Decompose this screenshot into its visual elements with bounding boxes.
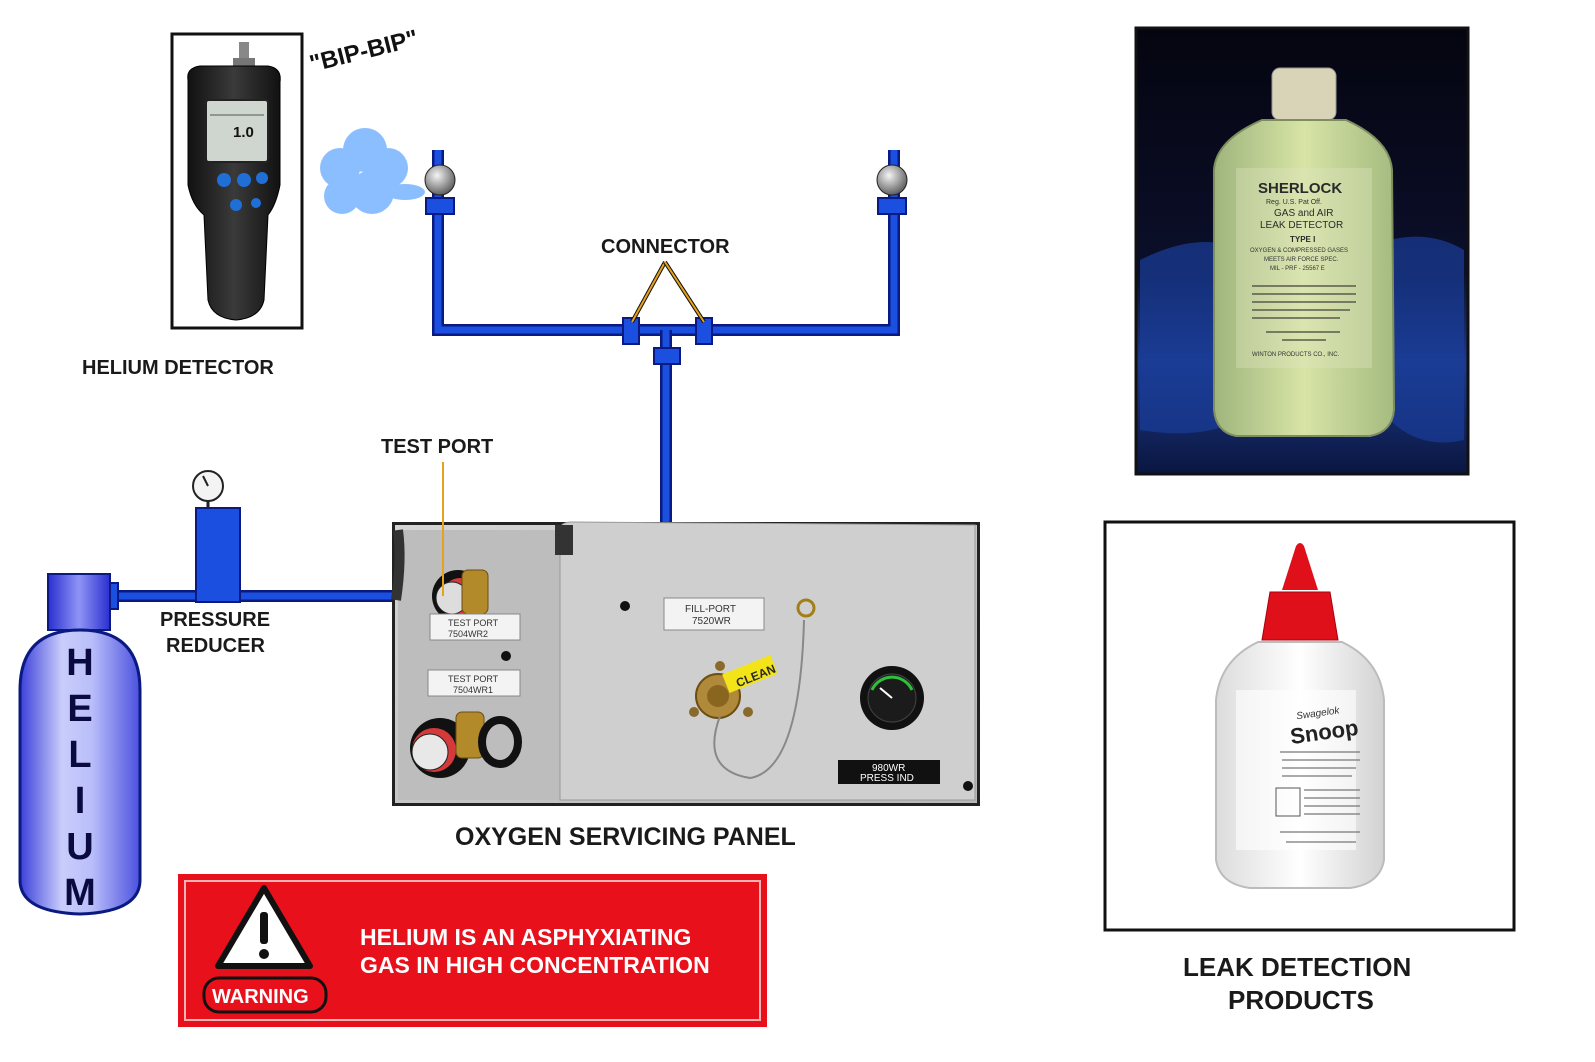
sherlock-brand: SHERLOCK <box>1258 180 1342 197</box>
test-port-1-line2: 7504WR1 <box>453 685 493 695</box>
helium-cylinder-letters: H E L I U M <box>58 640 102 916</box>
warning-line-1: HELIUM IS AN ASPHYXIATING <box>360 924 691 950</box>
warning-badge: WARNING <box>212 986 309 1008</box>
bip-bip-label: "BIP-BIP" <box>307 25 421 78</box>
sherlock-maker: WINTON PRODUCTS CO., INC. <box>1252 352 1340 358</box>
connector-label: CONNECTOR <box>601 236 730 258</box>
warning-box <box>178 874 767 1027</box>
snoop-bottle-photo <box>1103 520 1516 932</box>
fill-port-line2: 7520WR <box>692 616 731 627</box>
right-valve <box>876 164 908 215</box>
detector-display-value: 1.0 <box>233 124 254 141</box>
helium-cylinder <box>18 573 142 916</box>
fill-port-line1: FILL-PORT <box>685 604 736 615</box>
cylinder-letter: I <box>74 780 86 822</box>
press-ind-line2: PRESS IND <box>860 773 914 784</box>
test-port-1-line1: TEST PORT <box>448 674 499 684</box>
sherlock-spec3: MIL - PRF - 25567 E <box>1270 266 1325 272</box>
connector-fittings <box>622 317 713 365</box>
sherlock-bottle-photo <box>1134 26 1470 476</box>
helium-detector-label: HELIUM DETECTOR <box>82 357 274 379</box>
oxygen-servicing-panel <box>391 521 980 806</box>
pressure-reducer-label-1: PRESSURE <box>160 609 271 631</box>
test-port-2-line2: 7504WR2 <box>448 629 488 639</box>
pressure-reducer-label-2: REDUCER <box>166 635 265 657</box>
sherlock-line2: LEAK DETECTOR <box>1260 220 1343 231</box>
pressure-reducer <box>192 470 241 603</box>
sherlock-reg: Reg. U.S. Pat Off. <box>1266 199 1322 206</box>
warning-line-2: GAS IN HIGH CONCENTRATION <box>360 952 710 978</box>
cylinder-letter: U <box>66 826 94 868</box>
sherlock-line1: GAS and AIR <box>1274 208 1333 219</box>
cylinder-letter: L <box>68 734 92 776</box>
cylinder-letter: E <box>67 688 93 730</box>
left-valve <box>424 164 456 215</box>
sherlock-fine-print <box>1252 285 1356 341</box>
sherlock-spec1: OXYGEN & COMPRESSED GASES <box>1250 248 1348 254</box>
helium-detector <box>170 32 304 330</box>
press-ind-line1: 980WR <box>872 763 905 774</box>
panel-label: OXYGEN SERVICING PANEL <box>455 823 796 851</box>
cylinder-letter: M <box>64 872 96 914</box>
test-port-2-line1: TEST PORT <box>448 618 499 628</box>
test-port-label: TEST PORT <box>381 436 494 458</box>
sherlock-type: TYPE I <box>1290 235 1315 244</box>
leak-products-label-1: LEAK DETECTION <box>1183 952 1412 982</box>
sherlock-spec2: MEETS AIR FORCE SPEC. <box>1264 257 1339 263</box>
connector-leader-lines <box>630 260 706 324</box>
helium-puff-cloud <box>320 128 425 214</box>
cylinder-letter: H <box>66 642 94 684</box>
leak-products-label-2: PRODUCTS <box>1228 985 1374 1015</box>
